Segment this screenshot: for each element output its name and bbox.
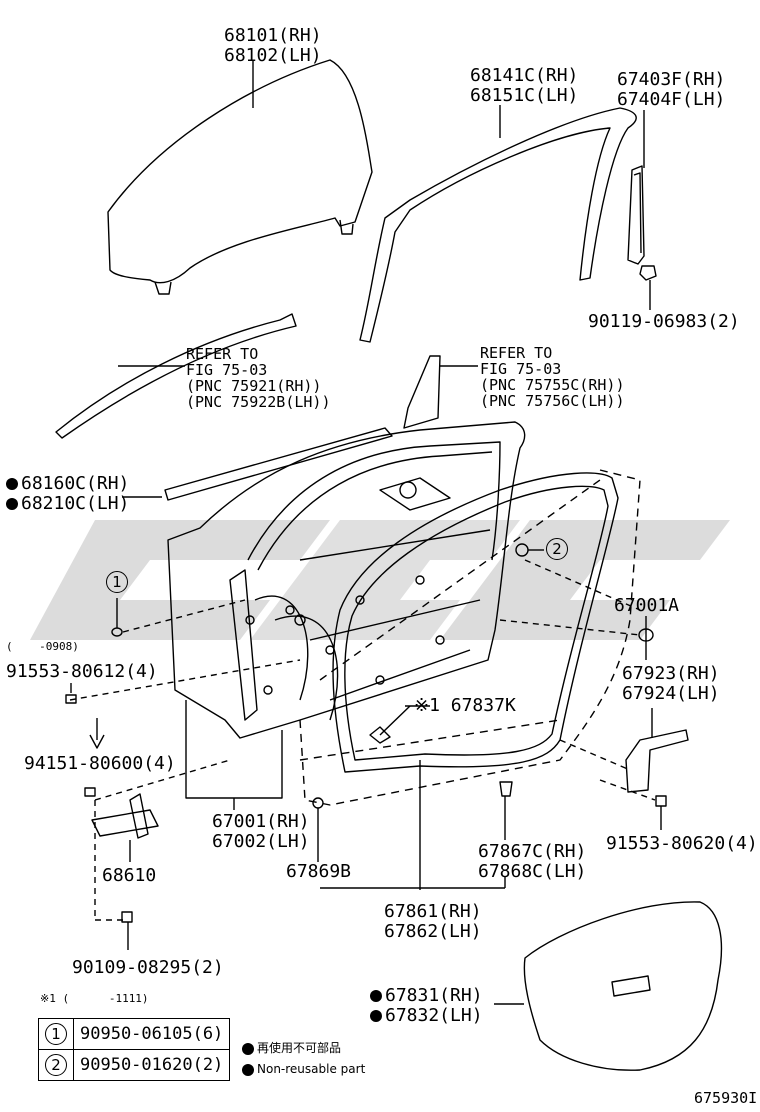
callout-1: 1 [106, 571, 128, 593]
callout-2: 2 [546, 538, 568, 560]
note-non-reusable-en: Non-reusable part [242, 1062, 365, 1076]
belt-moulding-outer [55, 313, 297, 439]
refer1-line1: REFER TO [186, 345, 259, 363]
refer2-line3: (PNC 75755C(RH)) [480, 376, 625, 394]
label-67404: 67404F(LH) [617, 89, 726, 110]
table-row: 1 90950-06105(6) [38, 1018, 231, 1050]
non-reusable-dot-icon [6, 498, 18, 510]
refer2-line2: FIG 75-03 [480, 360, 562, 378]
legend-num-cell: 1 [38, 1018, 74, 1050]
stopper-bracket [625, 729, 689, 793]
door-panel [167, 421, 526, 739]
legend-part-cell: 90950-01620(2) [72, 1049, 231, 1081]
label-67831: 67831(RH) [370, 986, 483, 1006]
hinge [91, 793, 159, 839]
fastener-legend-table: 1 90950-06105(6) 2 90950-01620(2) [38, 1018, 231, 1081]
refer1-line4: (PNC 75922B(LH)) [186, 393, 331, 411]
legend-part-cell: 90950-06105(6) [72, 1018, 231, 1050]
note-non-reusable-jp: 再使用不可部品 [242, 1041, 341, 1055]
door-weatherstrip [332, 472, 619, 773]
non-reusable-dot-icon [370, 1010, 382, 1022]
label-range-0908: ( -0908) [6, 640, 79, 653]
label-67403: 67403F(RH) [617, 69, 726, 90]
label-90109: 90109-08295(2) [72, 957, 224, 978]
label-67837K: ※1 67837K [414, 695, 516, 716]
service-hole-cover [523, 901, 723, 1071]
label-67001A: 67001A [614, 595, 680, 616]
label-91553-80620: 91553-80620(4) [606, 833, 758, 854]
label-67832: 67832(LH) [370, 1006, 483, 1026]
label-68101: 68101(RH) [224, 25, 322, 46]
non-reusable-dot-icon [370, 990, 382, 1002]
rear-channel [627, 165, 645, 265]
legend-num-cell: 2 [38, 1049, 74, 1081]
label-67867: 67867C(RH) [478, 841, 587, 862]
label-67001: 67001(RH) [212, 811, 310, 832]
label-67924: 67924(LH) [622, 683, 720, 704]
refer1-line2: FIG 75-03 [186, 361, 268, 379]
non-reusable-dot-icon [242, 1063, 254, 1076]
label-68610: 68610 [102, 865, 157, 886]
belt-weatherstrip-inner [164, 427, 393, 501]
refer2-line1: REFER TO [480, 344, 553, 362]
label-68102: 68102(LH) [224, 45, 322, 66]
label-67869B: 67869B [286, 861, 352, 882]
non-reusable-dot-icon [242, 1042, 254, 1055]
label-67861: 67861(RH) [384, 901, 482, 922]
watermark-logo [30, 520, 730, 640]
label-67923: 67923(RH) [622, 663, 720, 684]
label-68210: 68210C(LH) [6, 494, 129, 514]
label-90119: 90119-06983(2) [588, 311, 740, 332]
label-68160: 68160C(RH) [6, 474, 129, 494]
non-reusable-dot-icon [6, 478, 18, 490]
label-68151: 68151C(LH) [470, 85, 579, 106]
figure-number: 675930I [694, 1089, 758, 1107]
table-row: 2 90950-01620(2) [38, 1049, 231, 1081]
label-91553-80612: 91553-80612(4) [6, 661, 158, 682]
label-94151: 94151-80600(4) [24, 753, 176, 774]
label-67868: 67868C(LH) [478, 861, 587, 882]
refer2-line4: (PNC 75756C(LH)) [480, 392, 625, 410]
label-68141: 68141C(RH) [470, 65, 579, 86]
front-garnish [403, 355, 441, 429]
label-67002: 67002(LH) [212, 831, 310, 852]
label-note1-range: ※1 ( -1111) [40, 992, 149, 1005]
door-glass [107, 59, 373, 284]
glass-run [359, 107, 637, 343]
refer1-line3: (PNC 75921(RH)) [186, 377, 322, 395]
label-67862: 67862(LH) [384, 921, 482, 942]
